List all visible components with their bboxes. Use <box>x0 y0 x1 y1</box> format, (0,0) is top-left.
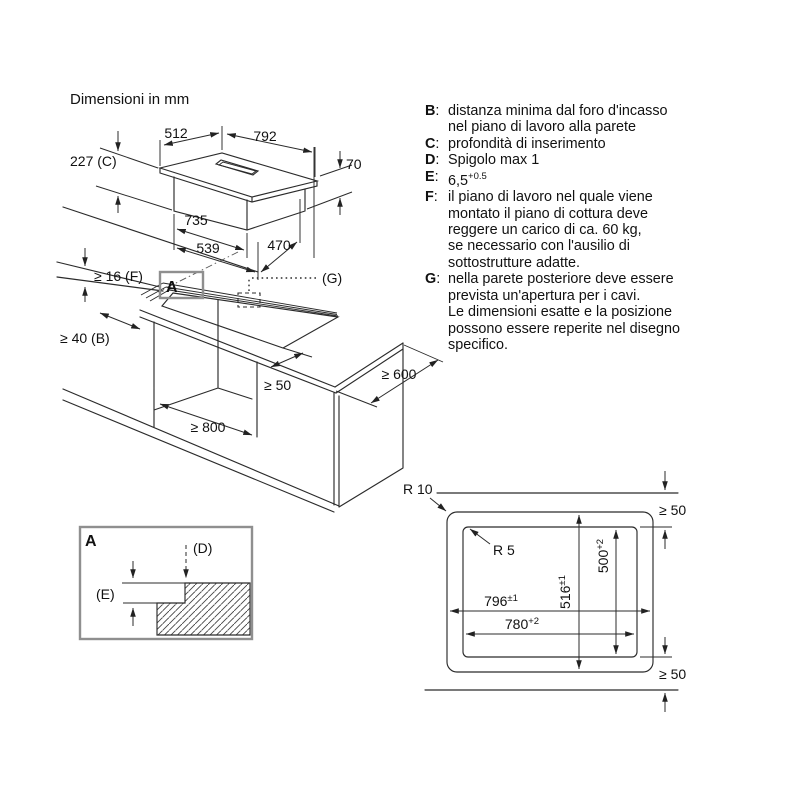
detail-A-callout-box <box>158 270 205 300</box>
counter-isometric-drawing: A (G) ≥ 16 (F) ≥ 40 (B) ≥ 50 ≥ 600 ≥ 800 <box>56 206 444 513</box>
tolerance-superscript: +0.5 <box>468 170 487 182</box>
cabinet-right-panel <box>333 342 404 508</box>
label-R5: R 5 <box>493 542 515 558</box>
dim-label-800: ≥ 800 <box>191 419 226 435</box>
dim-label-50: ≥ 50 <box>264 377 291 393</box>
counter-dimension-lines <box>82 248 444 436</box>
dim-label-780: 780+2 <box>505 616 539 632</box>
cutout-dimension-lines <box>429 471 668 712</box>
legend-item-B: B: distanza minima dal foro d'incasso ne… <box>425 103 755 136</box>
label-G: (G) <box>322 270 342 286</box>
cutout-rect <box>462 526 638 658</box>
dim-label-500: 500+2 <box>595 539 611 573</box>
hob-isometric-drawing: 512 792 227 (C) 70 735 539 470 <box>70 125 362 293</box>
dim-label-70: 70 <box>346 156 362 172</box>
legend-item-D: D: Spigolo max 1 <box>425 152 755 168</box>
clearance-bottom-label: ≥ 50 <box>659 666 686 682</box>
dim-label-539: 539 <box>196 240 220 256</box>
label-D: (D) <box>193 540 212 556</box>
cable-aperture-dashed <box>237 292 261 308</box>
dim-label-792: 792 <box>253 128 277 144</box>
legend-block: B: distanza minima dal foro d'incasso ne… <box>425 103 755 354</box>
dim-label-470: 470 <box>267 237 291 253</box>
dim-label-40B: ≥ 40 (B) <box>60 330 110 346</box>
detail-A-label: A <box>85 533 97 550</box>
legend-item-E: E: 6,5+0.5 <box>425 169 755 189</box>
dim-label-735: 735 <box>184 212 208 228</box>
legend-item-F: F: il piano di lavoro nel quale viene mo… <box>425 189 755 271</box>
vent-slot <box>214 159 260 176</box>
label-E: (E) <box>96 586 115 602</box>
legend-text-G: nella parete posteriore deve essere prev… <box>448 271 680 354</box>
floor-lines <box>62 388 340 513</box>
hob-dimension-lines <box>95 126 353 293</box>
dim-label-16F: ≥ 16 (F) <box>94 268 143 284</box>
label-R10: R 10 <box>403 481 433 497</box>
hob-outline-rect <box>446 511 654 673</box>
detail-A-drawing: A (D) (E) <box>78 525 254 641</box>
legend-text-D: Spigolo max 1 <box>448 152 540 169</box>
legend-item-C: C: profondità di inserimento <box>425 136 755 152</box>
legend-text-C: profondità di inserimento <box>448 135 606 152</box>
dim-label-512: 512 <box>164 125 188 141</box>
worktop-section-hatched <box>156 582 251 636</box>
dim-label-796: 796±1 <box>484 593 518 609</box>
legend-text-E: 6,5+0.5 <box>448 170 487 189</box>
page-title: Dimensioni in mm <box>70 91 190 108</box>
dim-label-516: 516±1 <box>557 575 573 609</box>
detail-A-callout-label: A <box>166 279 178 296</box>
cable-leader-dotted <box>248 277 318 291</box>
legend-text-F: il piano di lavoro nel quale viene monta… <box>448 189 653 271</box>
dim-label-227C: 227 (C) <box>70 153 117 169</box>
legend-item-G: G: nella parete posteriore deve essere p… <box>425 271 755 353</box>
legend-text-B: distanza minima dal foro d'incasso nel p… <box>448 103 668 136</box>
dim-label-600: ≥ 600 <box>382 366 417 382</box>
cutout-plan-drawing: R 10 R 5 ≥ 50 ≥ 50 796±1 780+2 516±1 500… <box>403 471 686 712</box>
cabinet-interior <box>153 299 258 438</box>
clearance-top-label: ≥ 50 <box>659 502 686 518</box>
